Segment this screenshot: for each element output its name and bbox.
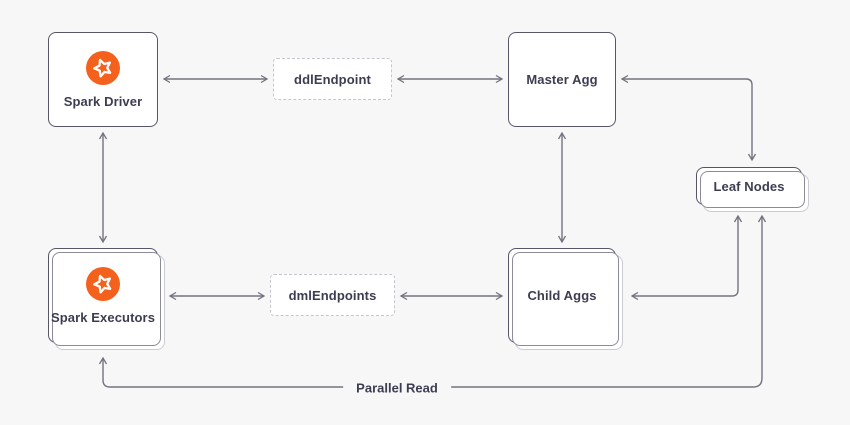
node-label: Master Agg xyxy=(526,72,598,87)
parallel-read-label: Parallel Read xyxy=(343,380,451,396)
node-label: dmlEndpoints xyxy=(288,287,377,303)
node-ddl-endpoint: ddlEndpoint xyxy=(273,58,392,100)
node-label: Child Aggs xyxy=(527,288,597,303)
node-label: Spark Executors xyxy=(50,309,156,325)
node-child-aggs: Child Aggs xyxy=(508,248,623,350)
connector-master-agg-leaf-nodes xyxy=(620,74,757,162)
connector-child-aggs-leaf-nodes xyxy=(630,214,743,301)
node-leaf-nodes: Leaf Nodes xyxy=(696,167,809,212)
spark-star-icon xyxy=(86,50,120,85)
node-spark-executors: Spark Executors xyxy=(48,248,165,350)
node-spark-driver: Spark Driver xyxy=(48,32,158,127)
node-label: Spark Driver xyxy=(63,93,143,109)
node-label: ddlEndpoint xyxy=(294,71,371,87)
node-master-agg: Master Agg xyxy=(508,32,616,127)
node-label: Leaf Nodes xyxy=(713,178,785,194)
spark-star-icon xyxy=(86,266,120,301)
node-dml-endpoints: dmlEndpoints xyxy=(270,274,395,316)
connector-parallel-read xyxy=(98,214,767,388)
